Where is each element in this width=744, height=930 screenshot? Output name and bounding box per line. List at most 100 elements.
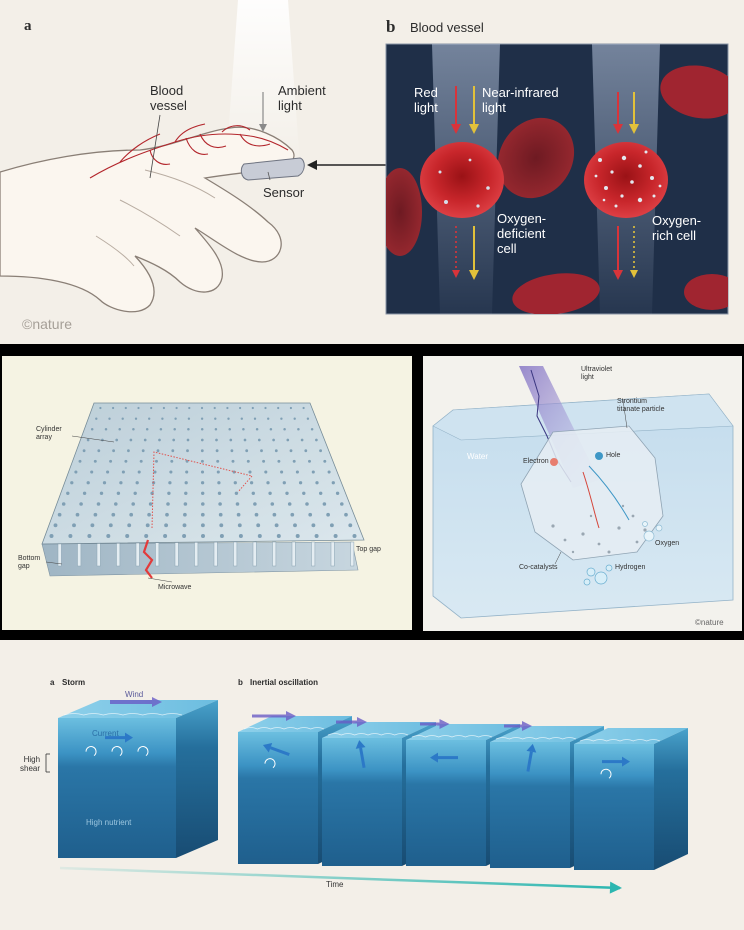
pulse-oximetry-illustration bbox=[0, 0, 729, 315]
hole bbox=[254, 512, 259, 517]
current-arrow-head bbox=[262, 743, 273, 753]
hole bbox=[143, 438, 147, 442]
hole bbox=[68, 534, 73, 538]
hole bbox=[295, 470, 299, 474]
hole bbox=[304, 449, 308, 453]
microwave-source bbox=[142, 539, 154, 579]
hole bbox=[311, 470, 315, 474]
hole bbox=[186, 449, 189, 453]
hole bbox=[272, 512, 277, 517]
hole bbox=[90, 470, 94, 474]
hole bbox=[131, 502, 135, 506]
hole bbox=[282, 481, 286, 485]
current-arrow-head bbox=[125, 732, 133, 743]
time-arrowhead bbox=[609, 881, 622, 894]
cocatalyst-leader bbox=[554, 551, 562, 565]
blood-vessel-network bbox=[89, 123, 289, 179]
background-cell bbox=[386, 168, 422, 256]
hole bbox=[167, 491, 171, 495]
current-arrow bbox=[526, 743, 537, 772]
hole bbox=[308, 512, 313, 517]
cylinder bbox=[116, 541, 121, 567]
hole bbox=[272, 438, 275, 442]
hole bbox=[228, 428, 231, 431]
cylinder bbox=[57, 541, 62, 567]
hole bbox=[150, 406, 153, 410]
hole bbox=[215, 449, 219, 453]
hole bbox=[249, 481, 254, 485]
hole bbox=[329, 523, 334, 528]
current-arrow bbox=[430, 752, 458, 763]
red-light-in-right-head bbox=[613, 124, 623, 134]
hole bbox=[148, 502, 153, 506]
hole bbox=[134, 417, 138, 420]
hole bbox=[116, 491, 121, 495]
hole bbox=[184, 491, 188, 495]
hole bbox=[251, 406, 254, 410]
hole bbox=[200, 512, 205, 517]
hole bbox=[201, 534, 205, 538]
hole bbox=[161, 417, 164, 420]
hole bbox=[248, 470, 252, 474]
hole bbox=[185, 459, 189, 463]
hole bbox=[285, 491, 289, 495]
hole bbox=[286, 438, 290, 442]
wind-label: Wind bbox=[125, 690, 144, 699]
hole bbox=[75, 512, 80, 517]
hole bbox=[311, 523, 316, 528]
hole bbox=[108, 523, 113, 528]
hole bbox=[72, 523, 76, 528]
bottom-plate bbox=[41, 541, 359, 577]
top-plate bbox=[41, 402, 365, 545]
block-side bbox=[654, 728, 688, 870]
shear-swirl bbox=[85, 746, 97, 756]
hole bbox=[163, 534, 168, 538]
cylinder bbox=[350, 541, 355, 567]
hole bbox=[242, 428, 245, 431]
hole bbox=[53, 523, 58, 528]
block-front bbox=[406, 740, 486, 866]
pulse-oximetry-panel: a b Blood vessel Blood vessel Ambient li… bbox=[0, 0, 744, 344]
hole bbox=[114, 502, 118, 506]
hole bbox=[108, 417, 111, 420]
hole bbox=[335, 491, 340, 495]
hole-path bbox=[588, 465, 630, 521]
hole bbox=[70, 481, 74, 485]
hole bbox=[121, 470, 125, 474]
oxygen-rich-cell bbox=[584, 142, 668, 218]
high-nutrient-label: High nutrient bbox=[86, 818, 132, 827]
hole bbox=[227, 417, 230, 420]
oxygen-deficient-cell bbox=[420, 142, 504, 218]
nature-credit: ©nature bbox=[22, 316, 73, 332]
blood-vessel-label: Blood vessel bbox=[150, 83, 187, 113]
hole bbox=[234, 491, 239, 495]
block-front bbox=[574, 744, 654, 870]
hole bbox=[201, 491, 205, 495]
hole bbox=[290, 512, 295, 517]
hole bbox=[156, 449, 160, 453]
cylinder bbox=[96, 541, 101, 567]
current-arrow bbox=[105, 732, 133, 743]
microwave-path bbox=[151, 451, 253, 529]
hole bbox=[256, 523, 261, 528]
hand-illustration bbox=[0, 126, 295, 313]
hole bbox=[289, 406, 292, 410]
hole bbox=[90, 523, 95, 528]
time-label: Time bbox=[326, 880, 344, 889]
hole bbox=[305, 502, 309, 506]
hole bbox=[175, 406, 178, 410]
panel-letter-a: a bbox=[24, 18, 32, 34]
hole bbox=[260, 449, 263, 453]
block-side bbox=[176, 700, 218, 858]
hole bbox=[135, 481, 139, 485]
hole bbox=[121, 417, 124, 420]
hole bbox=[245, 449, 249, 453]
hole bbox=[185, 470, 189, 474]
wave bbox=[63, 713, 183, 716]
water-surface bbox=[432, 393, 734, 441]
hole bbox=[237, 523, 242, 528]
hole bbox=[280, 470, 284, 474]
hole bbox=[78, 459, 82, 463]
hole bbox=[124, 459, 128, 463]
shear-swirl bbox=[111, 746, 123, 756]
